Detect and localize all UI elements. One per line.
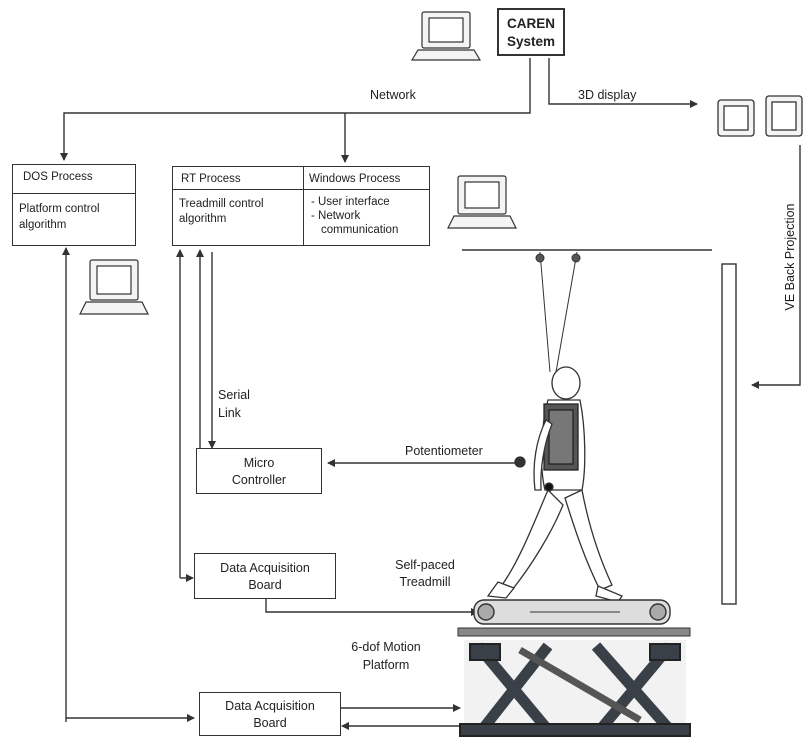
daq-bottom-line-2: Board (253, 716, 287, 730)
daq-top-line-1: Data Acquisition (220, 561, 310, 575)
rt-line-2: algorithm (179, 213, 227, 225)
walking-person-figure (486, 366, 623, 603)
dos-process-box: DOS Process Platform control algorithm (12, 164, 136, 246)
treadmill-label-2: Treadmill (399, 575, 451, 589)
ve-back-projection-label: VE Back Projection (783, 203, 797, 311)
serial-link-label-2: Link (218, 406, 241, 420)
computer-icon-mid (447, 175, 517, 229)
caren-system-box: CAREN System (497, 8, 565, 56)
win-line-3: communication (321, 224, 399, 236)
win-title: Windows Process (309, 173, 401, 185)
motion-platform-shape (459, 640, 691, 737)
network-line-dos (60, 58, 531, 161)
dos-title: DOS Process (23, 171, 93, 183)
caren-label-1: CAREN (506, 16, 555, 31)
platform-label-2: Platform (362, 658, 410, 672)
platform-label-1: 6-dof Motion (351, 640, 421, 654)
platform-top-plate (457, 627, 691, 637)
micro-line-1: Micro (243, 456, 275, 470)
serial-link-label-1: Serial (218, 388, 250, 402)
rt-line-1: Treadmill control (179, 198, 264, 210)
network-label: Network (370, 88, 416, 102)
treadmill-label-1: Self-paced (395, 558, 455, 572)
dos-line-2: algorithm (19, 219, 67, 231)
computer-icon-top (410, 11, 482, 61)
display-arrow (548, 58, 698, 108)
treadmill-shape (473, 599, 671, 625)
computer-icon-left (79, 259, 149, 315)
win-line-2: - Network (311, 210, 361, 222)
caren-label-2: System (506, 34, 556, 49)
daq-to-treadmill-arrow (265, 598, 479, 616)
projection-arrow (751, 145, 801, 389)
rt-title: RT Process (181, 173, 241, 185)
display-label: 3D display (578, 88, 637, 102)
micro-line-2: Controller (231, 473, 287, 487)
projection-screen (721, 263, 737, 605)
win-line-1: - User interface (311, 196, 390, 208)
rt-windows-process-box: RT Process Treadmill control algorithm W… (172, 166, 430, 246)
display-monitor-icon (717, 95, 803, 137)
dos-line-1: Platform control (19, 203, 100, 215)
micro-controller-box: Micro Controller (196, 448, 322, 494)
potentiometer-label: Potentiometer (405, 444, 483, 458)
daq-bottom-line-1: Data Acquisition (225, 699, 315, 713)
data-acquisition-board-top: Data Acquisition Board (194, 553, 336, 599)
daq-top-line-2: Board (248, 578, 282, 592)
data-acquisition-board-bottom: Data Acquisition Board (199, 692, 341, 736)
